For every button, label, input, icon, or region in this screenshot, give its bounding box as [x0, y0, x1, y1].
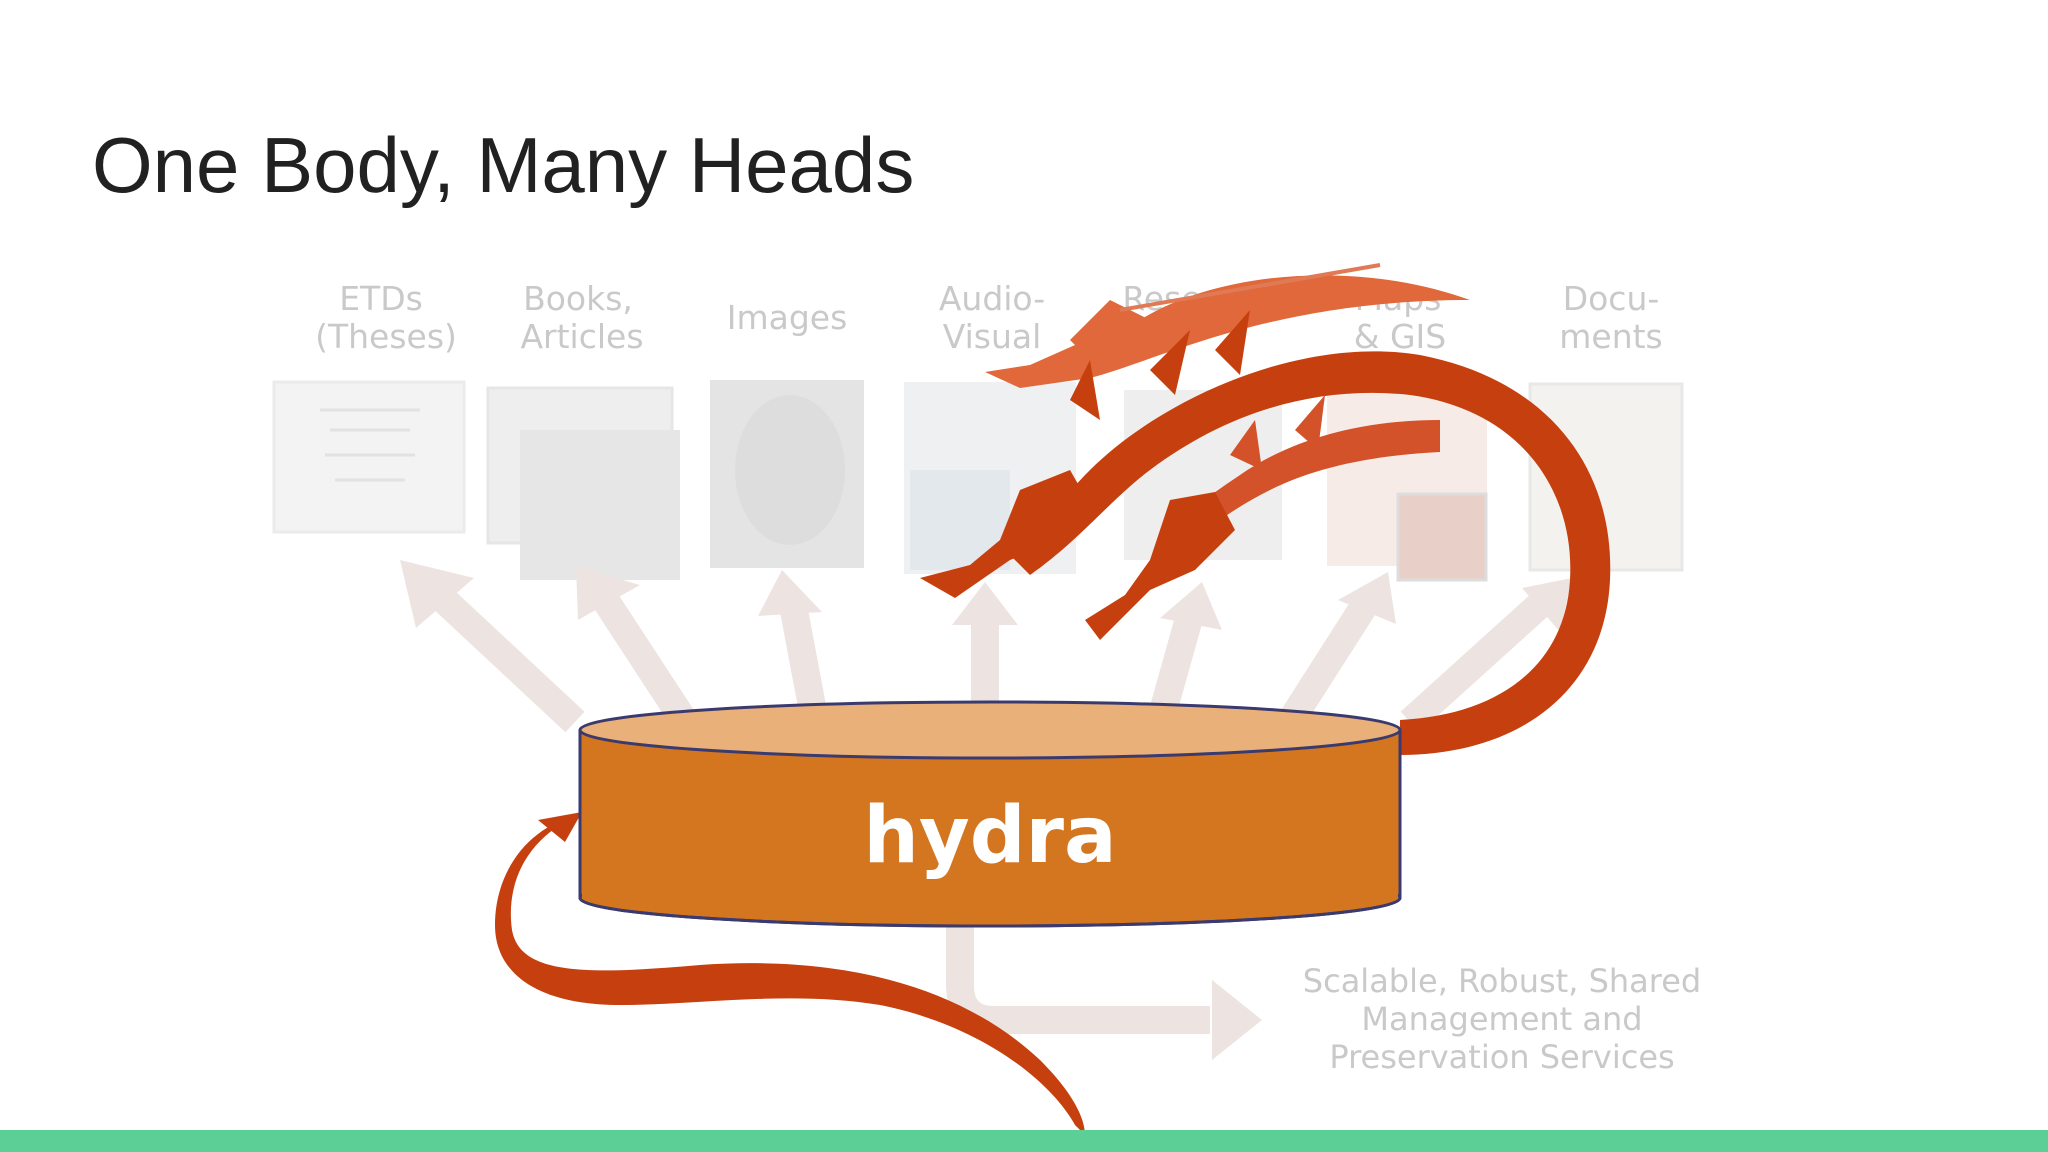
category-label-etds: ETDs — [339, 279, 423, 318]
thumbnail-etds — [272, 380, 466, 534]
dragon-head-upper — [1070, 300, 1150, 360]
dragon-tail — [495, 815, 1085, 1135]
hydra-cylinder-top — [578, 700, 1402, 760]
services-line-1: Scalable, Robust, Shared — [1303, 962, 1701, 1000]
dragon-lower-neck — [1170, 420, 1440, 548]
thumbnail-images-portrait — [735, 395, 845, 545]
services-line-3: Preservation Services — [1329, 1038, 1674, 1076]
dragon-heads — [920, 263, 1611, 755]
category-labels: ETDs (Theses) Books, Articles Images Aud… — [315, 279, 1663, 356]
dragon-head-left — [920, 470, 1090, 598]
category-label-av-sub: Visual — [943, 317, 1042, 356]
services-label: Scalable, Robust, Shared Management and … — [1303, 962, 1701, 1076]
thumbnail-maps-photo — [1396, 492, 1488, 582]
thumbnail-etds-lines — [320, 408, 420, 482]
category-label-books-sub: Articles — [520, 317, 643, 356]
dragon-head-lower — [1085, 492, 1235, 640]
category-label-images: Images — [727, 298, 848, 337]
hydra-label: hydra — [863, 791, 1116, 881]
category-label-books: Books, — [523, 279, 633, 318]
slide-title: One Body, Many Heads — [92, 121, 915, 209]
dragon-head-upper-neck — [985, 275, 1470, 388]
category-label-etds-sub: (Theses) — [315, 317, 457, 356]
category-label-maps-sub: & GIS — [1354, 317, 1446, 356]
services-line-2: Management and — [1361, 1000, 1642, 1038]
connector-arrowheads — [400, 560, 1572, 1060]
category-label-documents: Docu- — [1563, 279, 1660, 318]
dragon-tail-spike — [538, 812, 582, 842]
dragon-main-neck — [1010, 351, 1611, 755]
hydra-cylinder: hydra — [578, 700, 1402, 928]
category-label-av: Audio- — [939, 279, 1045, 318]
accent-bar — [0, 1130, 2048, 1152]
category-label-documents-sub: ments — [1559, 317, 1663, 356]
thumbnail-books-back — [520, 430, 680, 580]
